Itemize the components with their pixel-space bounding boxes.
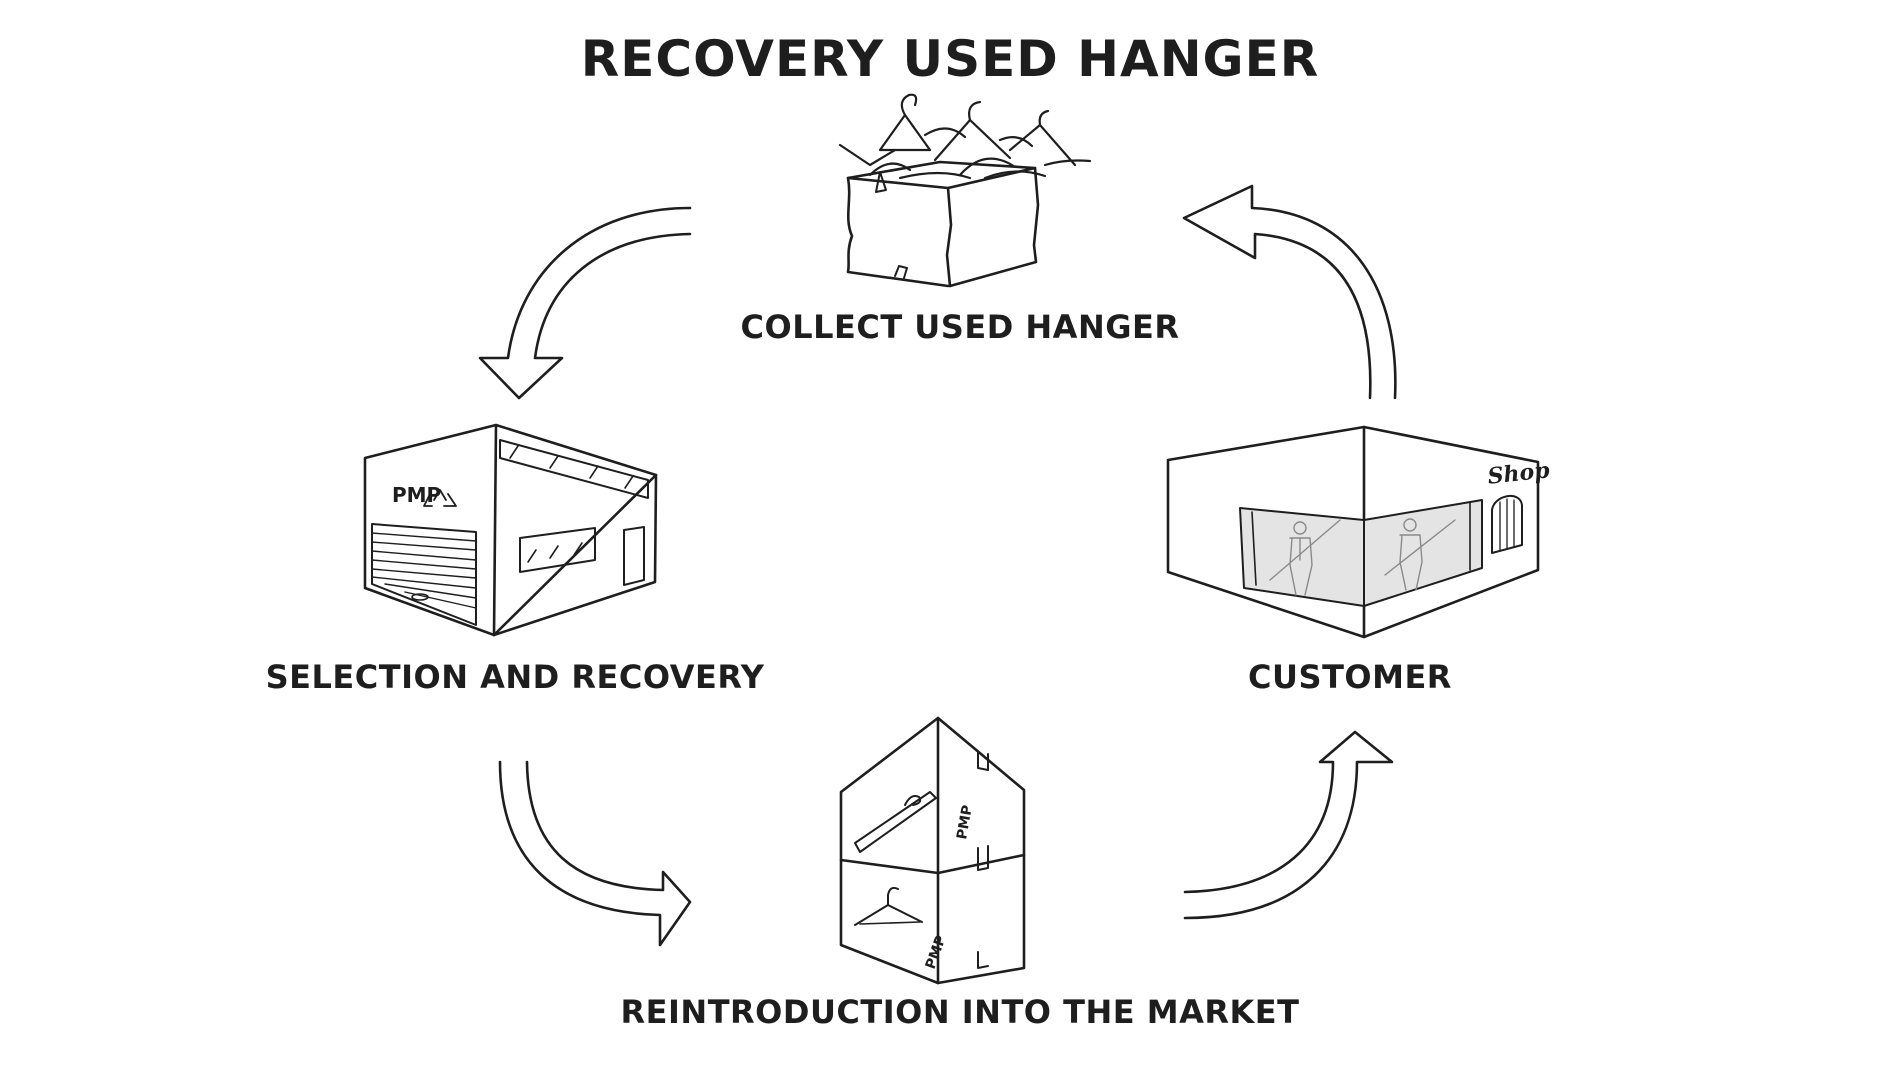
arrow-customer-to-collect — [1184, 186, 1395, 398]
step-label-collect: COLLECT USED HANGER — [740, 308, 1180, 346]
stacked-boxes-icon — [841, 718, 1024, 983]
arrow-selection-to-reintroduction — [500, 762, 690, 945]
warehouse-logo: PMP — [392, 483, 441, 507]
collection-bin-icon — [840, 95, 1090, 286]
diagram-title: RECOVERY USED HANGER — [580, 30, 1320, 88]
arrow-reintroduction-to-customer — [1185, 732, 1392, 918]
step-label-customer: CUSTOMER — [1248, 658, 1452, 696]
step-label-reintroduction: REINTRODUCTION INTO THE MARKET — [620, 993, 1300, 1031]
shop-building-icon — [1168, 427, 1538, 637]
box-brand-bottom: PMP — [923, 934, 950, 972]
recycle-icon — [424, 490, 456, 506]
box-brand-top: PMP — [954, 804, 976, 841]
shop-sign: Shop — [1486, 457, 1551, 489]
arrow-collect-to-selection — [480, 208, 690, 398]
step-label-selection: SELECTION AND RECOVERY — [265, 658, 765, 696]
warehouse-building-icon — [365, 425, 656, 635]
